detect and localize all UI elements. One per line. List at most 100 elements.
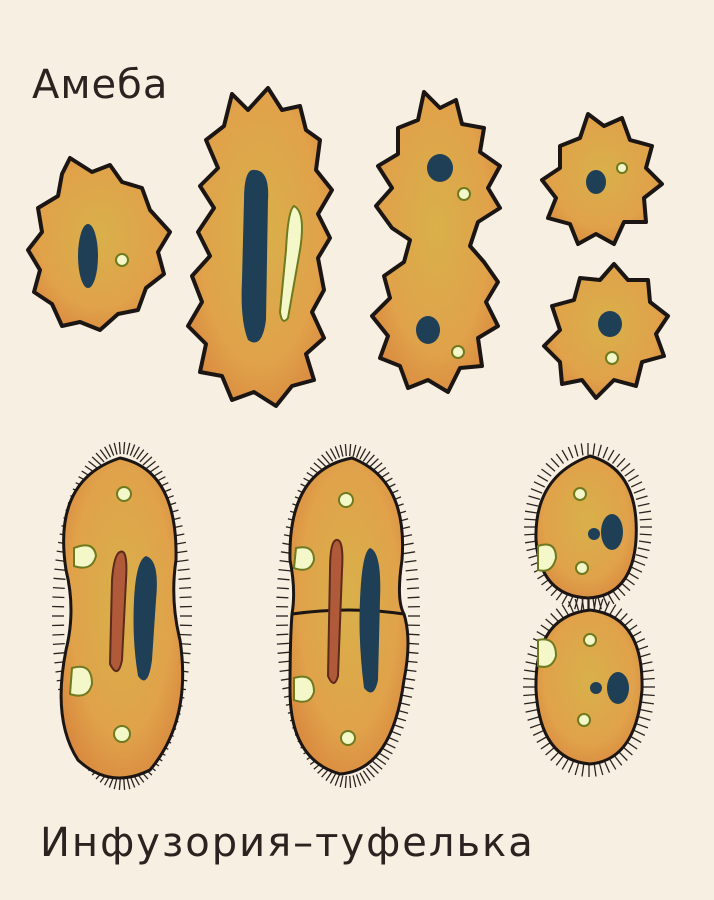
cilium [569, 601, 574, 612]
contractile-vacuole [339, 493, 353, 507]
nucleus [598, 311, 622, 337]
cilium [405, 561, 417, 563]
cilium [54, 578, 66, 579]
cilium [524, 670, 536, 672]
cilium [639, 717, 651, 720]
cilium [350, 776, 351, 788]
contractile-vacuole [574, 488, 586, 500]
amoeba-stage-3 [372, 92, 500, 392]
cilium [524, 702, 536, 704]
cilium [180, 635, 192, 636]
cilium [353, 445, 356, 457]
cilium [277, 588, 289, 589]
cilium [594, 598, 596, 610]
cilium [523, 679, 535, 680]
macronucleus [607, 672, 629, 704]
cilium [179, 578, 191, 579]
cilium [178, 569, 190, 570]
cilium [636, 496, 648, 499]
cilium [318, 459, 327, 467]
contractile-vacuole [578, 714, 590, 726]
cilium [529, 496, 541, 499]
cilium [53, 588, 65, 589]
cilium [556, 609, 563, 619]
cilium [526, 662, 538, 665]
cilium [407, 588, 419, 589]
cilium [124, 442, 125, 454]
cilium [537, 737, 548, 743]
cilium [146, 461, 155, 468]
cilium [127, 443, 130, 455]
cilium [636, 555, 648, 558]
cilium [345, 776, 346, 788]
cilium [617, 458, 625, 467]
amoeba-daughter-1 [542, 114, 662, 244]
cilium [367, 768, 375, 777]
nucleus [78, 224, 98, 288]
oral-groove [70, 667, 92, 696]
cilium [546, 747, 555, 755]
cilium [640, 534, 652, 535]
contractile-vacuole [617, 163, 627, 173]
amoeba-stage-1 [28, 158, 170, 330]
cilium [556, 756, 563, 766]
cilium [610, 759, 616, 769]
cilium [114, 443, 117, 455]
cilium [581, 444, 583, 456]
oral-groove [74, 545, 96, 567]
cilium [594, 765, 596, 777]
cilium [631, 567, 642, 572]
cilium [52, 635, 64, 636]
cilium [551, 458, 559, 467]
cilium [523, 695, 535, 696]
cilium [373, 762, 382, 770]
cilium [376, 758, 386, 765]
cilium [335, 446, 339, 457]
contractile-vacuole [458, 188, 470, 200]
cilium [562, 759, 568, 769]
cilium [643, 679, 655, 680]
micronucleus [590, 682, 602, 694]
contractile-vacuole [114, 726, 130, 742]
oral-groove [294, 547, 314, 570]
cilium [637, 724, 648, 728]
nucleus [427, 154, 453, 182]
cilium [370, 765, 379, 773]
paramecium-stage-2 [276, 444, 420, 788]
cilium [541, 742, 551, 749]
cilium [641, 662, 653, 665]
cilium [608, 450, 614, 460]
cilium [353, 775, 356, 787]
cilium [600, 764, 603, 776]
cilium [531, 489, 542, 493]
cilium [568, 447, 573, 458]
cilium [408, 597, 420, 598]
cilium [623, 747, 632, 755]
cilium [603, 596, 608, 607]
cilium [278, 652, 290, 653]
cilium [634, 561, 645, 565]
amoeba-stage-2 [188, 88, 332, 406]
cilium [357, 446, 361, 457]
cilium [639, 541, 651, 543]
cilium [340, 445, 343, 457]
cilium [534, 482, 545, 487]
cilium [575, 445, 578, 457]
cilium [105, 447, 111, 457]
contractile-vacuole [576, 562, 588, 574]
cilium [639, 511, 651, 513]
cilium [619, 752, 627, 761]
contractile-vacuole [117, 487, 131, 501]
cilium [130, 445, 134, 456]
cilium [322, 455, 330, 464]
cilium [638, 548, 650, 551]
cilium [621, 463, 630, 471]
contractile-vacuole [452, 346, 464, 358]
cilium [625, 469, 635, 476]
cilium [615, 756, 622, 766]
cilium [627, 742, 637, 749]
cilium [350, 444, 351, 456]
cilium [109, 445, 113, 456]
